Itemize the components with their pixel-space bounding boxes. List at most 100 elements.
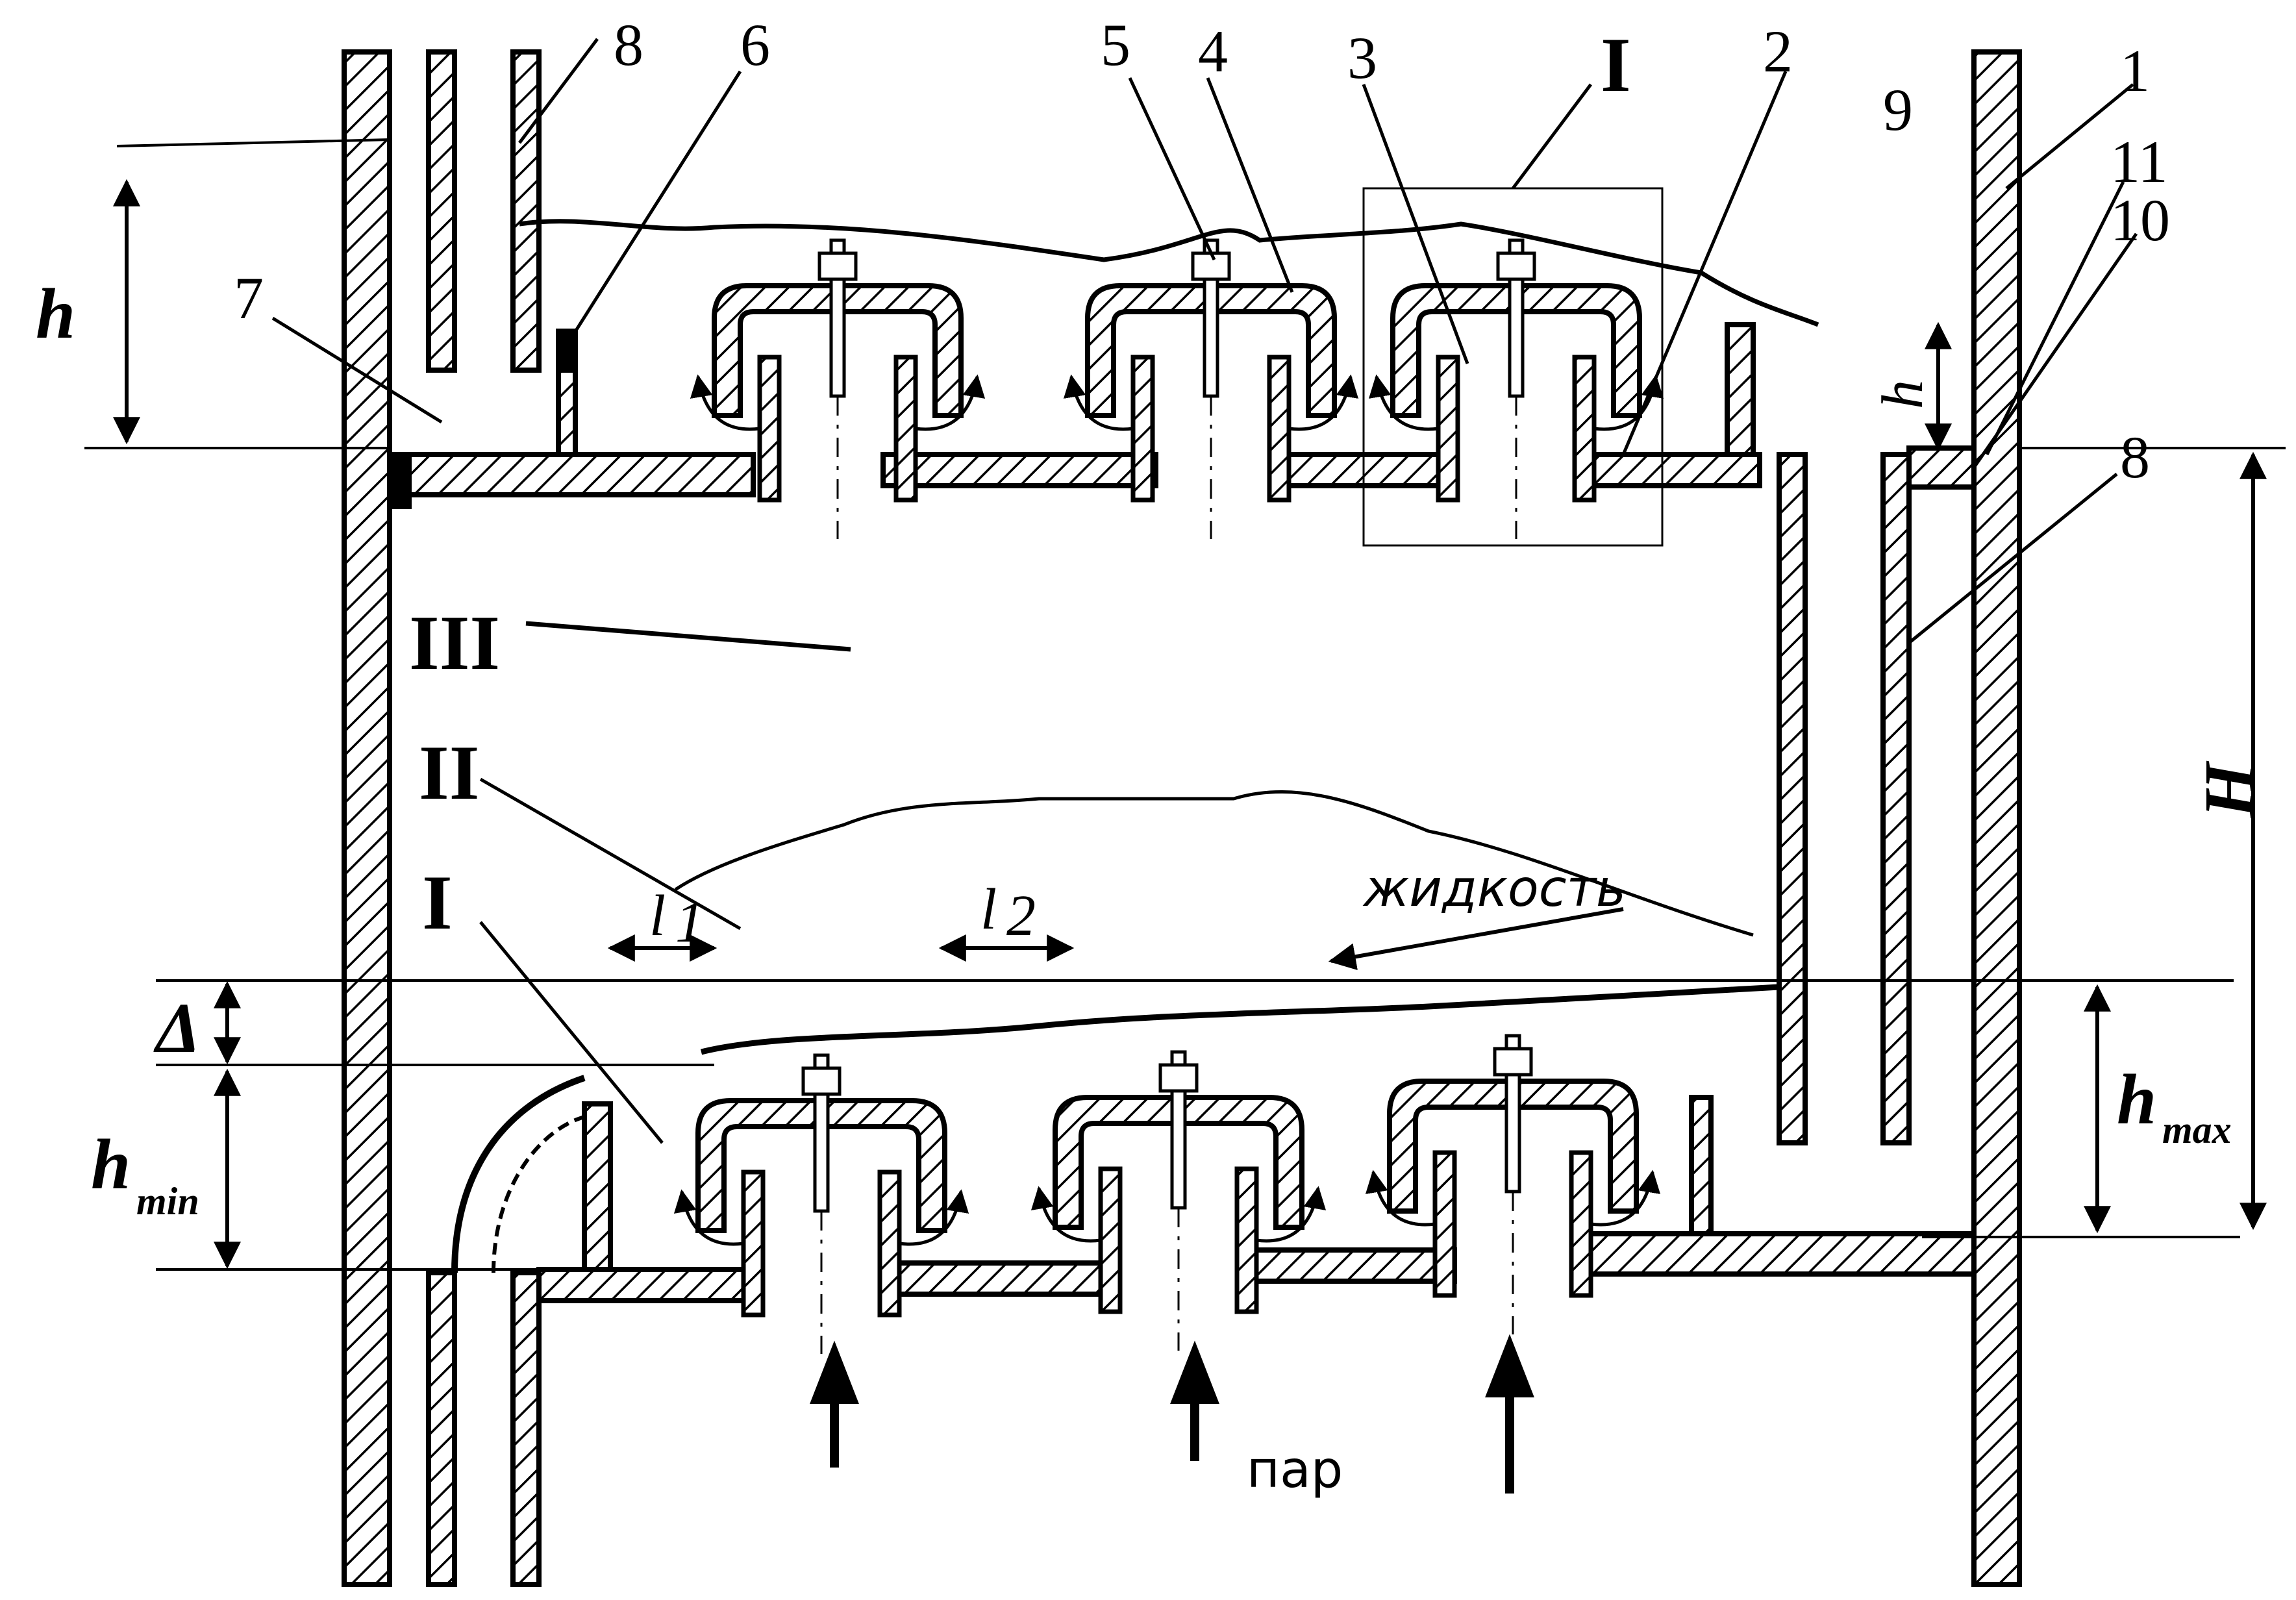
lower-cap-1-flow-right (899, 1189, 969, 1246)
inlet-weir-top (556, 329, 578, 373)
leader-4 (1206, 77, 1294, 293)
callout-6: 6 (740, 12, 770, 78)
leader-I (1512, 83, 1592, 190)
lower-cap-2 (1030, 1050, 1327, 1351)
upper-outlet-weir (1725, 322, 1756, 457)
callout-11: 11 (2110, 129, 2168, 195)
callout-8-top: 8 (614, 12, 643, 78)
upper-cap-2 (1063, 238, 1359, 539)
lower-cap-1-nut (801, 1066, 842, 1096)
lower-cap-2-riser-left (1098, 1166, 1123, 1314)
upper-cap-1-riser-left (757, 355, 782, 503)
upper-cap-1-nut (817, 251, 858, 281)
upper-tray-deck-right (1270, 452, 1444, 488)
lower-cap-1-riser-left (741, 1169, 766, 1318)
upper-support-ring (387, 452, 412, 509)
vapor-arrows (810, 1334, 1534, 1494)
dim-h-label: h (36, 274, 75, 353)
upper-cap-3-nut (1496, 251, 1536, 281)
lower-cap-3-nut (1493, 1047, 1533, 1077)
left-downcomer-upper (426, 49, 457, 373)
upper-cap-2-flow-left (1063, 374, 1134, 431)
callout-7: 7 (234, 265, 264, 331)
dim-delta-label: Δ (153, 988, 201, 1068)
upper-bubble-caps (690, 238, 1664, 539)
callout-9: 9 (1883, 77, 1913, 143)
lower-cap-3-flow-left (1365, 1169, 1436, 1227)
callout-1: 1 (2120, 38, 2150, 104)
upper-cap-1-flow-left (690, 374, 760, 431)
lower-tray-deck-mid (887, 1260, 1113, 1297)
callout-4: 4 (1198, 18, 1228, 84)
lower-cap-3-riser-right (1569, 1150, 1593, 1298)
callout-leaders (271, 38, 2138, 644)
dim-l1-label: l (649, 884, 666, 948)
right-downcomer-wall-outer (1880, 452, 1912, 1145)
dimension-arrows (113, 179, 2267, 1269)
vapor-arrow-2-head (1170, 1340, 1219, 1404)
left-downcomer-lower-a (426, 1270, 457, 1587)
liquid-flow-arrow (1328, 907, 1624, 971)
lower-bubble-caps (673, 1034, 1661, 1354)
left-downcomer-curve-2 (492, 1115, 585, 1273)
upper-tray-deck-mid (880, 452, 1158, 488)
leader-8-right (1908, 473, 2118, 644)
dim-hmin-sub: min (136, 1180, 199, 1223)
upper-cap-3-flow-right (1593, 374, 1664, 431)
lower-cap-3 (1365, 1034, 1661, 1334)
dim-l1-sub: 1 (675, 890, 705, 955)
vapor-arrow-1-head (810, 1340, 859, 1404)
right-downcomer-seal (1906, 445, 1977, 490)
vapor-arrow-3-head (1485, 1334, 1534, 1397)
leader-8-top (518, 38, 599, 144)
lower-liquid-surface (700, 984, 1780, 1055)
upper-liquid-surface (519, 219, 1819, 327)
lower-inlet-weir (582, 1101, 613, 1272)
reference-lines (84, 138, 2286, 1271)
dim-l2-sub: 2 (1006, 884, 1036, 948)
dim-hmin-label: h (91, 1125, 131, 1204)
upper-cap-1-flow-right (915, 374, 986, 431)
column-shell (342, 49, 2022, 1587)
callout-8-right: 8 (2120, 424, 2150, 490)
upper-cap-2-flow-right (1288, 374, 1359, 431)
leader-11 (1985, 181, 2125, 456)
lower-cap-1 (673, 1053, 969, 1354)
lower-tray-deck-end (1582, 1231, 1977, 1277)
tray-III-leader (525, 621, 851, 652)
lower-cap-2-flow-right (1256, 1186, 1327, 1243)
leader-5 (1128, 77, 1216, 261)
left-downcomer-curve (451, 1075, 586, 1273)
foam-surface (674, 790, 1754, 937)
tray-II-leader (479, 777, 742, 931)
left-downcomer-lower-b (510, 1270, 542, 1587)
leader-6 (569, 70, 742, 339)
upper-tray (387, 49, 1977, 1145)
leader-3 (1362, 84, 1469, 364)
upper-cap-2-riser-right (1267, 355, 1292, 503)
tray-mark-III: III (409, 599, 500, 686)
left-downcomer-upper-inner (510, 49, 542, 373)
upper-cap-2-riser-left (1130, 355, 1155, 503)
callout-3: 3 (1347, 25, 1377, 91)
callout-10: 10 (2110, 187, 2170, 253)
lower-tray (426, 1075, 1977, 1587)
lower-cap-2-flow-left (1030, 1186, 1101, 1243)
upper-cap-3-riser-right (1572, 355, 1597, 503)
ref-line-h-top (116, 138, 390, 147)
upper-tray-deck-left (387, 452, 756, 497)
callout-5: 5 (1101, 12, 1130, 78)
leader-7 (271, 316, 443, 424)
lower-cap-3-flow-right (1590, 1169, 1661, 1227)
dim-hmax-sub: max (2162, 1108, 2232, 1151)
tray-I-leader (479, 921, 664, 1144)
tray-mark-II: II (419, 729, 479, 816)
dim-hmax-label: h (2117, 1060, 2156, 1139)
leader-2 (1621, 71, 1788, 455)
left-shell-wall (342, 49, 392, 1587)
lower-outlet-weir (1689, 1095, 1714, 1236)
liquid-label: жидкость (1362, 860, 1626, 918)
upper-cap-3 (1368, 238, 1664, 539)
callout-detail-I: I (1601, 21, 1631, 108)
callout-2: 2 (1763, 18, 1793, 84)
